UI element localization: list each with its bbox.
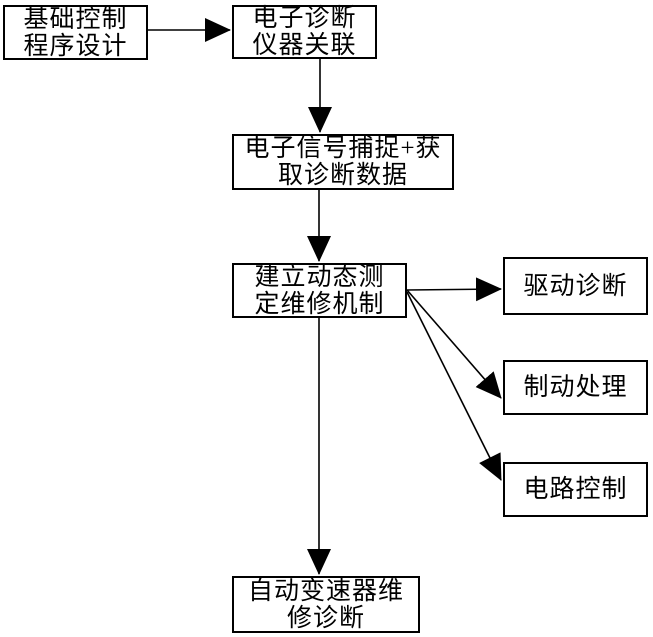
flow-node-dynamic-measurement-maintenance-mechanism: 建立动态测 定维修机制 bbox=[232, 263, 407, 318]
arrow-n4-n6 bbox=[406, 289, 502, 399]
flow-node-drive-diagnosis: 驱动诊断 bbox=[503, 257, 648, 315]
arrow-n4-n7 bbox=[406, 291, 502, 481]
flow-node-basic-control-program-design: 基础控制 程序设计 bbox=[3, 5, 148, 60]
arrow-n4-n5 bbox=[406, 277, 502, 302]
flow-node-automatic-transmission-repair-diagnosis: 自动变速器维 修诊断 bbox=[232, 576, 420, 633]
flow-node-brake-processing: 制动处理 bbox=[503, 360, 648, 415]
flow-node-signal-capture-data-acquisition: 电子信号捕捉+获 取诊断数据 bbox=[232, 134, 454, 190]
flow-node-electronic-diagnostic-instrument-link: 电子诊断 仪器关联 bbox=[232, 5, 377, 59]
flow-node-circuit-control: 电路控制 bbox=[503, 462, 648, 517]
